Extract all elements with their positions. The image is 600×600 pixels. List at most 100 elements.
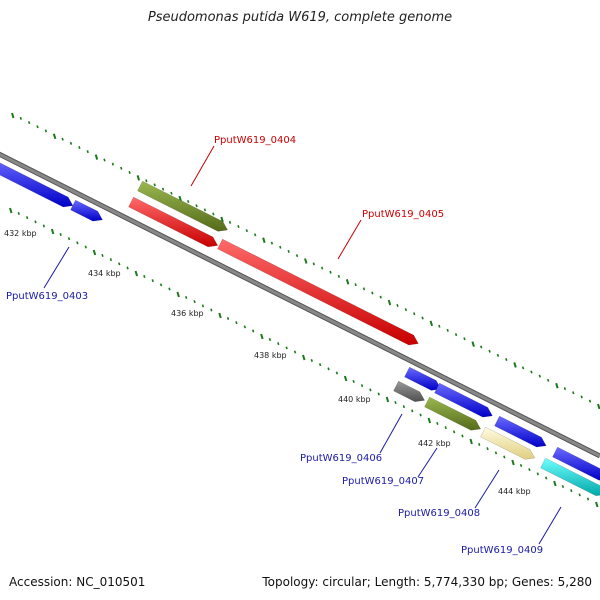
gene-arrow[interactable] [434, 382, 493, 418]
inner-tick-mark [159, 283, 163, 287]
gene-arrow-pputw619_0408[interactable] [480, 426, 536, 460]
outer-tick-mark [195, 204, 198, 208]
outer-tick-mark [530, 370, 533, 374]
gene-arrow-pputw619_0405[interactable] [128, 196, 219, 248]
inner-tick-mark [25, 216, 29, 220]
outer-tick-mark [270, 241, 274, 245]
outer-tick-mark [295, 254, 299, 258]
outer-tick-mark [27, 121, 31, 125]
outer-tick-mark [170, 191, 173, 195]
gene-label-pputw619_0404[interactable]: PputW619_0404 [214, 135, 296, 146]
gene-arrow-pputw619_0406[interactable] [393, 380, 425, 402]
outer-tick-mark [145, 179, 148, 183]
outer-tick-mark [161, 187, 165, 191]
gene-arrow[interactable] [0, 158, 74, 208]
gene-label-pputw619_0406[interactable]: PputW619_0406 [300, 453, 382, 464]
outer-tick-mark [345, 278, 350, 285]
inner-tick-mark [34, 220, 37, 224]
inner-tick-mark [109, 258, 113, 262]
outer-tick-mark [463, 337, 466, 341]
gene-label-pputw619_0407[interactable]: PputW619_0407 [342, 476, 424, 487]
inner-tick-mark [84, 245, 87, 249]
inner-tick-mark [570, 489, 573, 493]
outer-tick-mark [572, 391, 575, 395]
inner-tick-mark [50, 228, 55, 235]
gene-arrow-pputw619_0409[interactable] [540, 457, 600, 497]
gene-label-pputw619_0405[interactable]: PputW619_0405 [362, 209, 444, 220]
inner-tick-mark [427, 417, 432, 424]
outer-tick-mark [329, 270, 332, 274]
outer-tick-mark [103, 158, 106, 162]
inner-tick-mark [318, 363, 322, 367]
inner-tick-mark [201, 304, 205, 308]
gene-arrow-pputw619_0405-segment[interactable] [217, 238, 419, 346]
outer-tick-mark [538, 374, 541, 378]
inner-tick-mark [419, 413, 422, 417]
gene-arrow[interactable] [552, 446, 600, 481]
outer-tick-mark [387, 299, 392, 306]
gene-arrow-pputw619_0404[interactable] [137, 180, 228, 232]
outer-tick-mark [19, 116, 22, 120]
outer-tick-mark [78, 146, 81, 150]
inner-tick-mark [595, 501, 599, 508]
inner-tick-mark [352, 379, 355, 383]
inner-tick-mark [461, 434, 464, 438]
outer-tick-mark [362, 287, 366, 291]
inner-tick-mark [126, 266, 129, 270]
inner-tick-mark [494, 451, 498, 455]
outer-tick-mark [588, 399, 592, 403]
map-title: Pseudomonas putida W619, complete genome [147, 10, 453, 25]
outer-tick-mark [11, 112, 15, 119]
inner-tick-mark [469, 438, 473, 445]
inner-tick-mark [118, 262, 121, 266]
gene-label-pputw619_0403[interactable]: PputW619_0403 [6, 291, 88, 302]
inner-tick-mark [9, 207, 13, 214]
inner-tick-mark [151, 279, 154, 283]
inner-tick-mark [545, 476, 548, 480]
gene-label-pputw619_0408[interactable]: PputW619_0408 [398, 508, 480, 519]
outer-tick-mark [254, 233, 257, 237]
tick-label: 434 kbp [88, 269, 121, 278]
leader-line [379, 413, 403, 454]
inner-tick-mark [42, 224, 46, 228]
inner-tick-mark [478, 442, 481, 446]
outer-tick-mark [371, 291, 374, 295]
outer-tick-mark [304, 258, 308, 264]
outer-tick-mark [220, 216, 224, 223]
inner-tick-mark [285, 346, 288, 350]
backbone-line-highlight [0, 152, 600, 458]
inner-tick-mark [377, 392, 380, 396]
inner-tick-mark [369, 388, 372, 392]
outer-tick-mark [480, 345, 483, 349]
inner-tick-mark [327, 367, 330, 371]
tick-label: 432 kbp [4, 229, 37, 238]
gene-arrow[interactable] [494, 415, 547, 448]
inner-tick-mark [101, 253, 104, 257]
tick-label: 438 kbp [254, 351, 287, 360]
inner-tick-mark [226, 316, 230, 320]
tick-label: 436 kbp [171, 309, 204, 318]
gene-arrow[interactable] [70, 199, 103, 222]
inner-tick-mark [436, 421, 439, 425]
outer-tick-mark [312, 262, 315, 266]
gene-label-pputw619_0409[interactable]: PputW619_0409 [461, 545, 543, 556]
gene-arrow-pputw619_0407[interactable] [424, 396, 482, 431]
outer-tick-mark [580, 395, 583, 399]
inner-tick-mark [243, 325, 246, 329]
inner-tick-mark [293, 350, 297, 354]
inner-tick-mark [402, 405, 406, 409]
inner-tick-mark [260, 333, 264, 340]
outer-tick-mark [413, 312, 416, 316]
outer-tick-mark [379, 295, 382, 299]
inner-tick-mark [185, 295, 188, 299]
outer-tick-mark [203, 208, 207, 212]
leader-line [538, 506, 562, 545]
outer-tick-mark [287, 249, 290, 253]
inner-tick-mark [67, 237, 71, 241]
inner-tick-mark [444, 426, 447, 430]
inner-tick-mark [218, 312, 222, 319]
leader-line [190, 145, 215, 187]
outer-tick-mark [496, 353, 500, 357]
